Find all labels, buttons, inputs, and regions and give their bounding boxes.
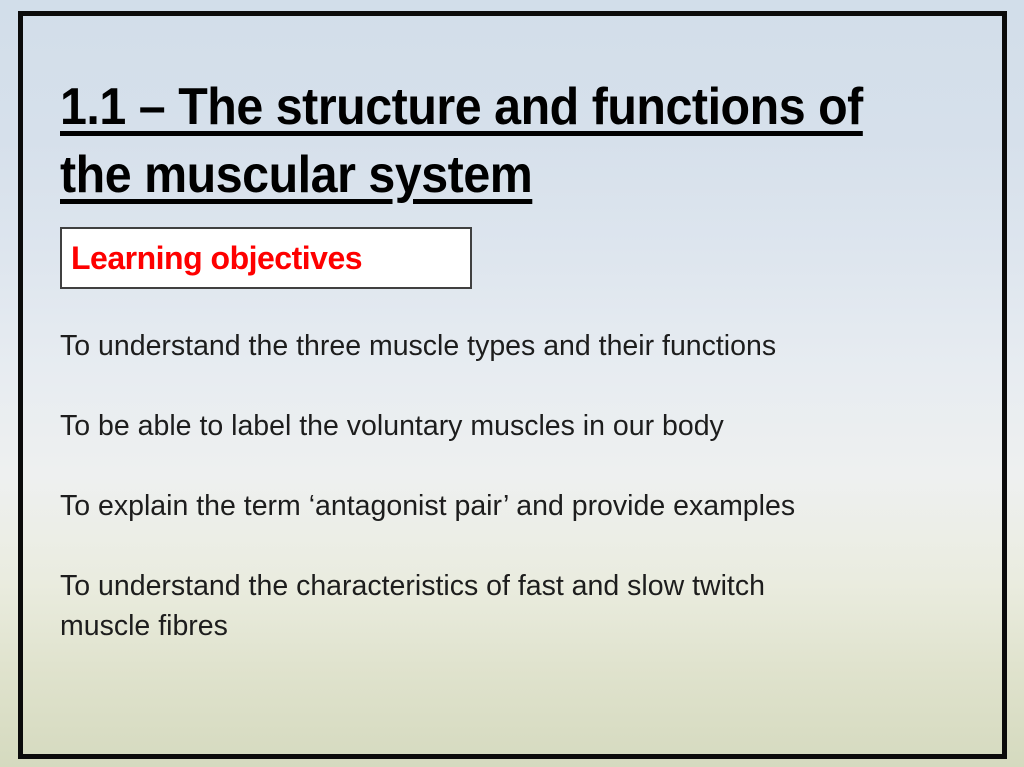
slide-title-line-2: the muscular system — [60, 145, 533, 204]
objective-item-1: To understand the three muscle types and… — [60, 326, 930, 366]
objective-line: muscle fibres — [60, 610, 228, 642]
learning-objectives-label: Learning objectives — [71, 239, 363, 276]
objective-line: To be able to label the voluntary muscle… — [60, 410, 724, 442]
objective-item-3: To explain the term ‘antagonist pair’ an… — [60, 486, 930, 526]
slide-border-frame — [18, 11, 1007, 759]
objective-item-4: To understand the characteristics of fas… — [60, 566, 930, 646]
slide-title-line-1: 1.1 – The structure and functions of — [60, 77, 863, 136]
objective-line: To understand the three muscle types and… — [60, 330, 777, 362]
slide-title: 1.1 – The structure and functions of the… — [60, 73, 863, 209]
objective-item-2: To be able to label the voluntary muscle… — [60, 406, 930, 446]
objectives-list: To understand the three muscle types and… — [60, 326, 930, 686]
objective-line: To understand the characteristics of fas… — [60, 570, 765, 602]
learning-objectives-box: Learning objectives — [60, 227, 472, 289]
objective-line: To explain the term ‘antagonist pair’ an… — [60, 490, 796, 522]
